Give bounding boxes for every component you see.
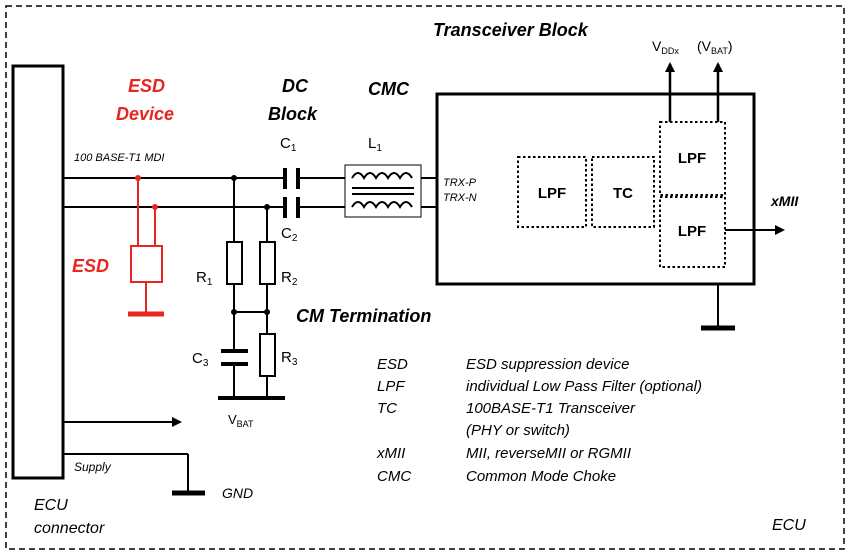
capacitor-c1 xyxy=(283,168,300,189)
l1-label: L1 xyxy=(368,135,382,154)
resistor-r2 xyxy=(259,241,276,285)
mdi-label: 100 BASE-T1 MDI xyxy=(74,152,164,164)
supply-ground xyxy=(63,453,205,496)
legend-abbr: LPF xyxy=(377,378,405,395)
resistor-r1 xyxy=(226,241,243,285)
dc-block-title-line1: DC xyxy=(282,76,309,96)
ecu-label: ECU xyxy=(772,517,806,534)
r3-label: R3 xyxy=(281,349,298,368)
transceiver-block xyxy=(435,92,756,286)
c1-label: C1 xyxy=(280,135,297,154)
legend-desc: (PHY or switch) xyxy=(466,422,570,439)
legend-abbr: CMC xyxy=(377,468,411,485)
lpf-bottom-box xyxy=(659,196,726,268)
lpf-top-label: LPF xyxy=(678,150,706,167)
resistor-r3 xyxy=(259,333,276,377)
gnd-label: GND xyxy=(222,485,253,501)
transceiver-block-title: Transceiver Block xyxy=(433,20,589,40)
legend-desc: individual Low Pass Filter (optional) xyxy=(466,378,702,395)
legend-desc: 100BASE-T1 Transceiver xyxy=(466,400,636,417)
esd-label: ESD xyxy=(72,256,109,276)
capacitor-c2 xyxy=(283,197,300,218)
tc-box xyxy=(591,156,655,228)
vbat-bottom-label: VBAT xyxy=(228,412,254,429)
legend-desc: ESD suppression device xyxy=(466,356,629,373)
ecu-connector-block xyxy=(11,64,65,480)
cm-termination-network xyxy=(218,175,285,400)
c2-label: C2 xyxy=(281,225,298,244)
legend-abbr: xMII xyxy=(376,445,405,462)
lpf-bottom-label: LPF xyxy=(678,223,706,240)
lpf-inner-box xyxy=(517,156,587,228)
legend-desc: MII, reverseMII or RGMII xyxy=(466,445,631,462)
legend-abbr: TC xyxy=(377,400,397,417)
vddx-label: VDDx xyxy=(652,38,679,56)
cm-termination-title: CM Termination xyxy=(296,306,431,326)
trx-p-label: TRX-P xyxy=(443,177,477,189)
r2-label: R2 xyxy=(281,269,298,288)
esd-device xyxy=(128,175,164,317)
r1-label: R1 xyxy=(196,269,213,288)
ecu-connector-label-line1: ECU xyxy=(34,497,68,514)
ecu-boundary xyxy=(5,5,845,550)
xmii-label: xMII xyxy=(770,193,799,209)
lpf-inner-label: LPF xyxy=(538,185,566,202)
tc-label: TC xyxy=(613,185,633,202)
c3-label: C3 xyxy=(192,350,209,369)
supply-label: Supply xyxy=(74,460,112,474)
legend: ESD ESD suppression device LPF individua… xyxy=(376,356,702,485)
esd-device-title-line2: Device xyxy=(116,104,174,124)
cmc-title: CMC xyxy=(368,79,410,99)
trx-n-label: TRX-N xyxy=(443,192,477,204)
lpf-top-box xyxy=(659,121,726,196)
vbat-top-label: (VBAT) xyxy=(697,38,733,56)
legend-abbr: ESD xyxy=(377,356,408,373)
dc-block-title-line2: Block xyxy=(268,104,318,124)
cmc-choke xyxy=(344,164,422,218)
capacitor-c3 xyxy=(221,349,248,366)
esd-device-title-line1: ESD xyxy=(128,76,165,96)
ecu-connector-label-line2: connector xyxy=(34,520,105,537)
legend-desc: Common Mode Choke xyxy=(466,468,616,485)
